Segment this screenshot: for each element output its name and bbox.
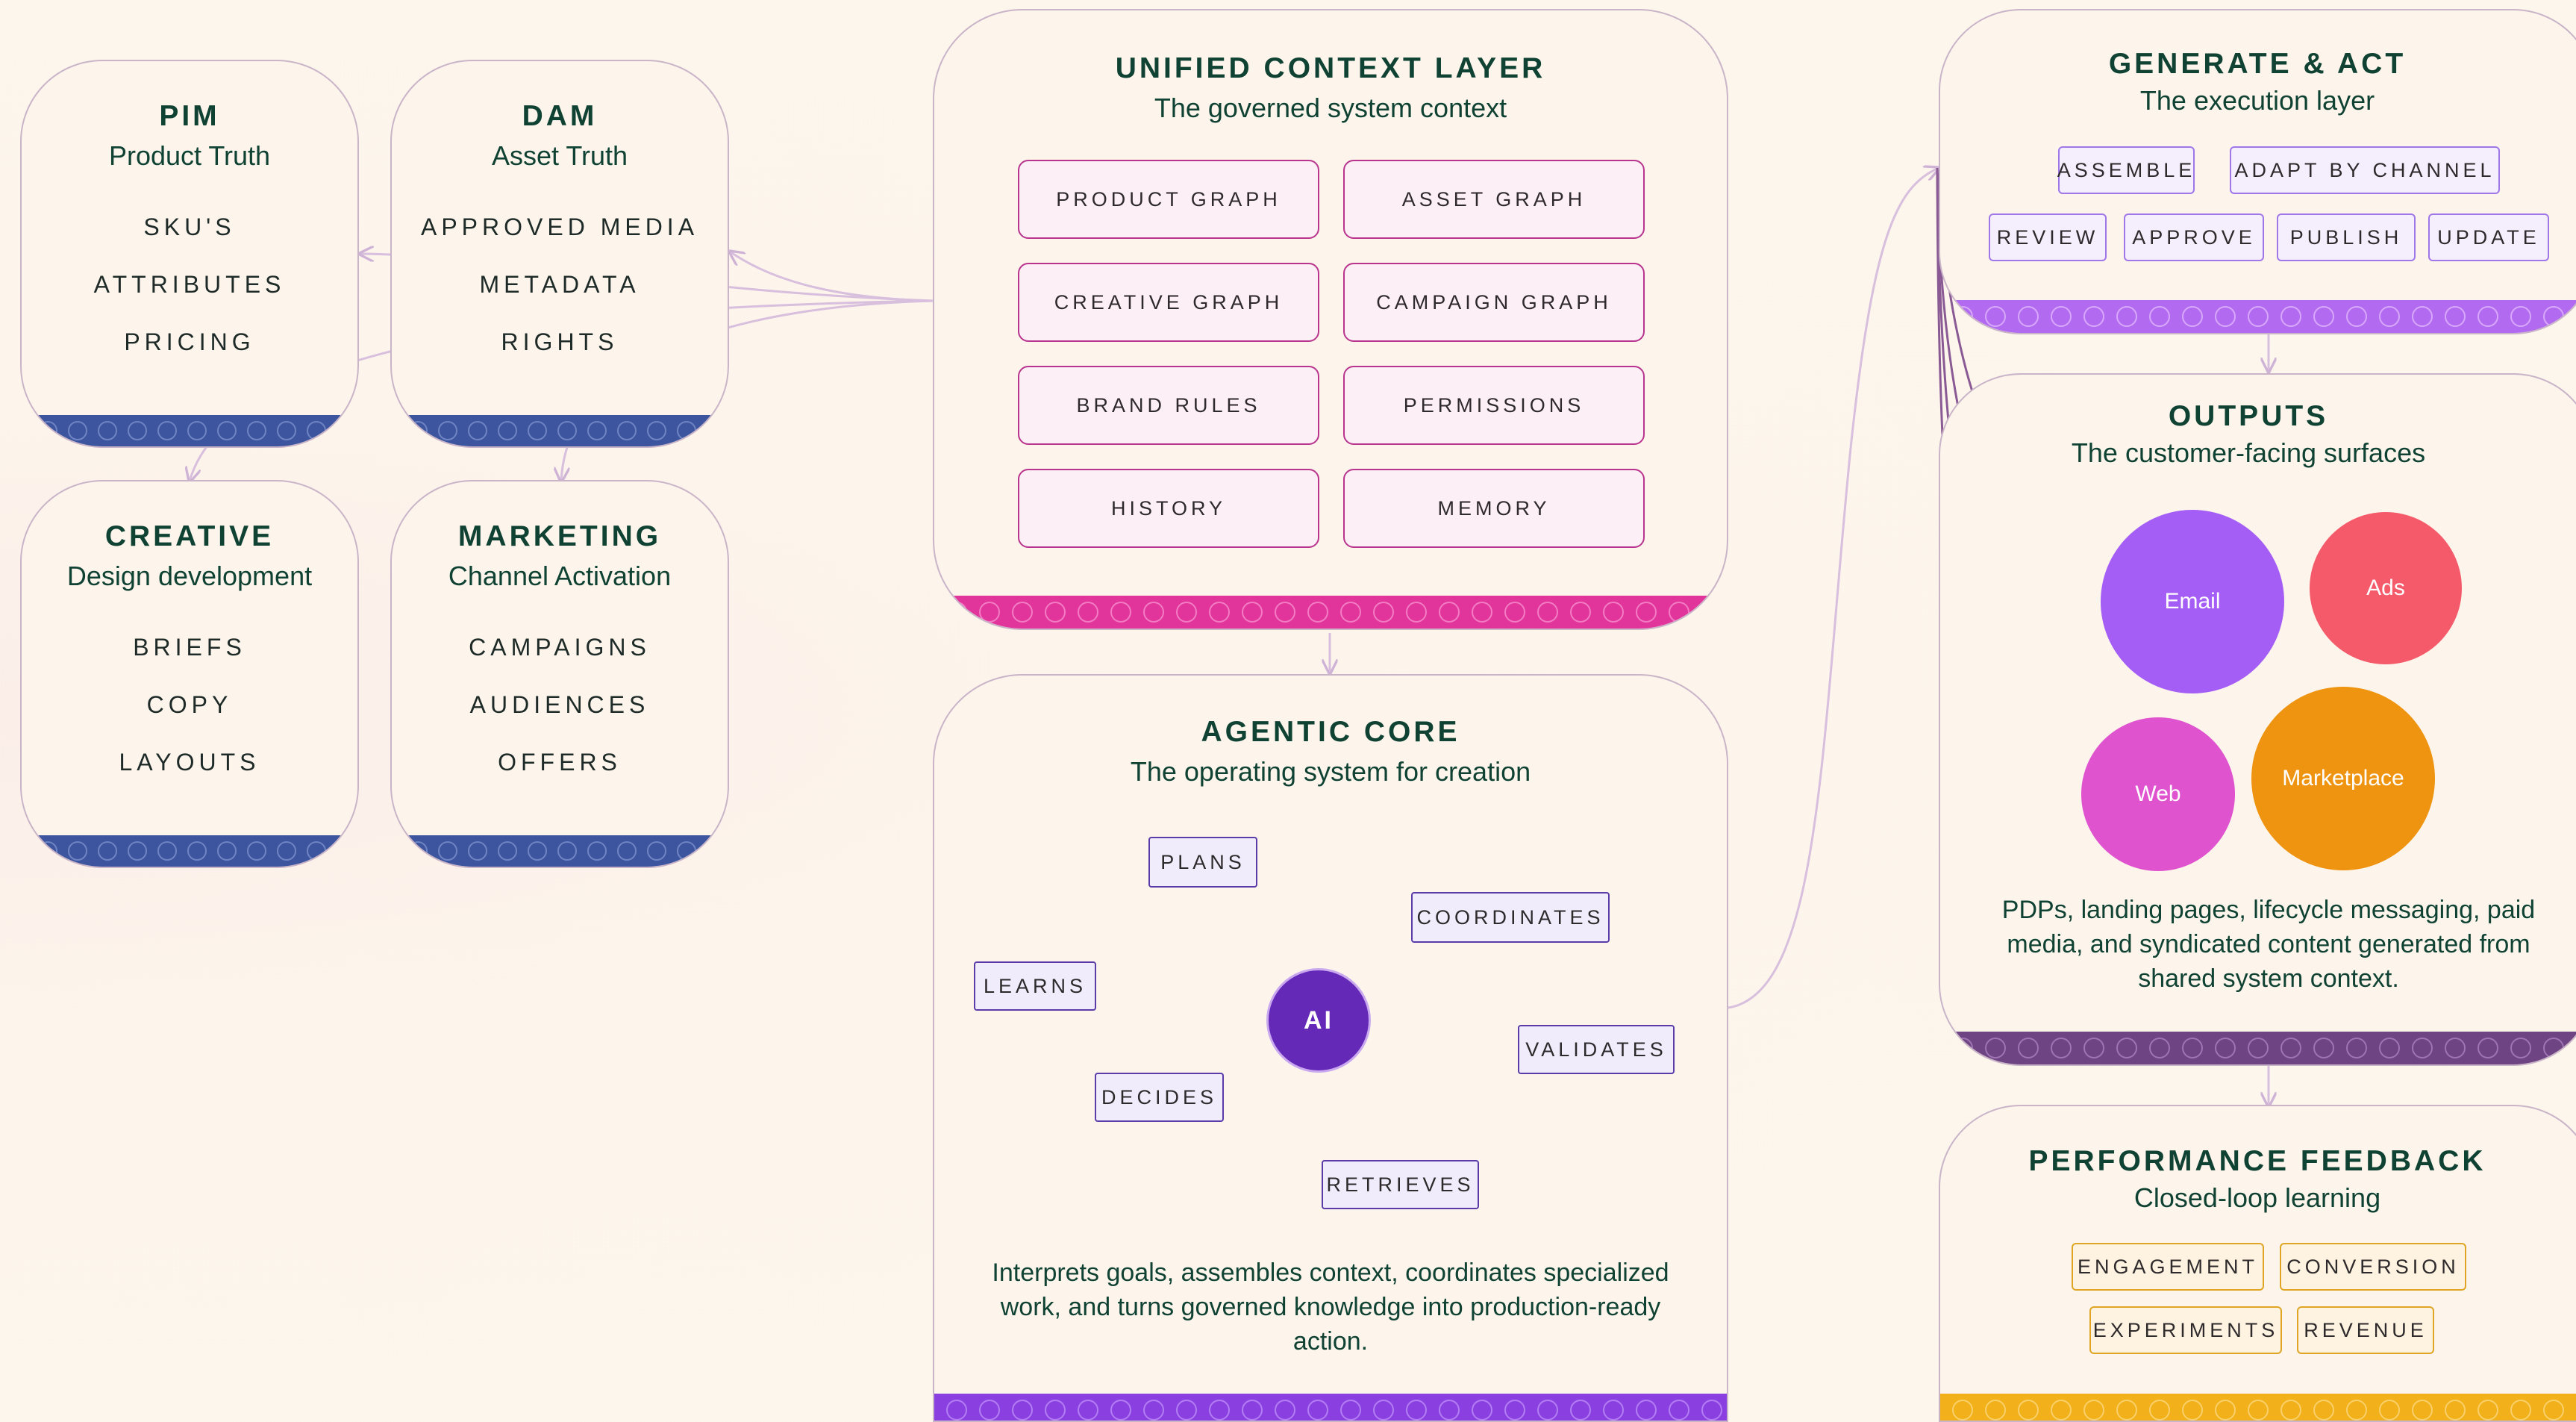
dam-card: DAM Asset Truth APPROVED MEDIA METADATA … bbox=[390, 60, 729, 448]
generate-update: UPDATE bbox=[2428, 213, 2549, 261]
node-coordinates: COORDINATES bbox=[1411, 892, 1610, 943]
output-ads: Ads bbox=[2310, 512, 2462, 664]
card-title: GENERATE & ACT bbox=[2108, 48, 2407, 80]
generate-publish: PUBLISH bbox=[2277, 213, 2416, 261]
wire-core-to-generate bbox=[1728, 168, 1939, 1009]
item-list: CAMPAIGNS AUDIENCES OFFERS bbox=[392, 619, 728, 791]
context-creative-graph: CREATIVE GRAPH bbox=[1018, 263, 1319, 342]
context-history: HISTORY bbox=[1018, 469, 1319, 548]
perf-engagement: ENGAGEMENT bbox=[2072, 1243, 2264, 1291]
output-web: Web bbox=[2081, 717, 2235, 871]
list-item: SKU'S bbox=[143, 213, 236, 240]
generate-assemble: ASSEMBLE bbox=[2057, 146, 2195, 194]
pattern-band bbox=[934, 1394, 1727, 1421]
node-validates: VALIDATES bbox=[1518, 1025, 1675, 1074]
list-item: APPROVED MEDIA bbox=[420, 213, 699, 240]
output-email: Email bbox=[2101, 510, 2284, 693]
node-decides: DECIDES bbox=[1095, 1073, 1224, 1122]
card-subtitle: Asset Truth bbox=[491, 140, 628, 171]
pattern-band bbox=[392, 835, 728, 867]
card-subtitle: Closed-loop learning bbox=[2133, 1182, 2381, 1213]
core-description: Interprets goals, assembles context, coo… bbox=[992, 1259, 1669, 1356]
context-permissions: PERMISSIONS bbox=[1343, 366, 1645, 445]
card-subtitle: The governed system context bbox=[1154, 93, 1507, 123]
output-label: Ads bbox=[2366, 576, 2405, 600]
pattern-band bbox=[1940, 1394, 2576, 1421]
pim-card: PIM Product Truth SKU'S ATTRIBUTES PRICI… bbox=[20, 60, 359, 448]
ai-core-circle: AI bbox=[1266, 968, 1371, 1073]
list-item: RIGHTS bbox=[501, 328, 619, 355]
card-subtitle: The execution layer bbox=[2139, 85, 2375, 116]
list-item: ATTRIBUTES bbox=[93, 271, 286, 298]
list-item: OFFERS bbox=[498, 749, 622, 776]
context-product-graph: PRODUCT GRAPH bbox=[1018, 160, 1319, 239]
generate-adapt-by-channel: ADAPT BY CHANNEL bbox=[2230, 146, 2500, 194]
card-title: CREATIVE bbox=[104, 520, 275, 552]
card-subtitle: Product Truth bbox=[108, 140, 271, 171]
card-title: OUTPUTS bbox=[2168, 400, 2329, 432]
output-label: Marketplace bbox=[2282, 766, 2404, 790]
node-retrieves: RETRIEVES bbox=[1322, 1160, 1479, 1209]
list-item: LAYOUTS bbox=[119, 749, 260, 776]
list-item: METADATA bbox=[479, 271, 640, 298]
perf-experiments: EXPERIMENTS bbox=[2089, 1306, 2282, 1354]
card-subtitle: Channel Activation bbox=[448, 561, 672, 591]
context-brand-rules: BRAND RULES bbox=[1018, 366, 1319, 445]
node-learns: LEARNS bbox=[974, 961, 1096, 1011]
context-memory: MEMORY bbox=[1343, 469, 1645, 548]
card-subtitle: The operating system for creation bbox=[1130, 756, 1531, 787]
pattern-band bbox=[934, 596, 1727, 629]
item-list: SKU'S ATTRIBUTES PRICING bbox=[22, 199, 357, 371]
card-title: UNIFIED CONTEXT LAYER bbox=[1115, 52, 1546, 84]
output-label: Email bbox=[2164, 589, 2221, 614]
item-list: APPROVED MEDIA METADATA RIGHTS bbox=[392, 199, 728, 371]
pattern-band bbox=[22, 415, 357, 446]
output-marketplace: Marketplace bbox=[2251, 687, 2435, 870]
output-label: Web bbox=[2135, 782, 2181, 806]
item-list: BRIEFS COPY LAYOUTS bbox=[22, 619, 357, 791]
card-title: PERFORMANCE FEEDBACK bbox=[2028, 1145, 2486, 1177]
marketing-card: MARKETING Channel Activation CAMPAIGNS A… bbox=[390, 480, 729, 868]
creative-card: CREATIVE Design development BRIEFS COPY … bbox=[20, 480, 359, 868]
card-subtitle: Design development bbox=[66, 561, 313, 591]
perf-revenue: REVENUE bbox=[2297, 1306, 2434, 1354]
generate-review: REVIEW bbox=[1989, 213, 2107, 261]
list-item: COPY bbox=[146, 691, 233, 718]
list-item: AUDIENCES bbox=[469, 691, 650, 718]
context-campaign-graph: CAMPAIGN GRAPH bbox=[1343, 263, 1645, 342]
context-asset-graph: ASSET GRAPH bbox=[1343, 160, 1645, 239]
card-title: DAM bbox=[522, 100, 598, 132]
card-title: AGENTIC CORE bbox=[1201, 716, 1460, 748]
wire-context-to-dam bbox=[730, 252, 934, 302]
perf-conversion: CONVERSION bbox=[2280, 1243, 2466, 1291]
card-title: MARKETING bbox=[457, 520, 662, 552]
pattern-band bbox=[1940, 300, 2576, 333]
ai-label: AI bbox=[1304, 1005, 1334, 1035]
pattern-band bbox=[22, 835, 357, 867]
list-item: BRIEFS bbox=[133, 634, 246, 661]
card-subtitle: The customer-facing surfaces bbox=[2071, 437, 2426, 468]
list-item: PRICING bbox=[124, 328, 255, 355]
outputs-description: PDPs, landing pages, lifecycle messaging… bbox=[2001, 896, 2536, 993]
node-plans: PLANS bbox=[1148, 837, 1257, 888]
pattern-band bbox=[1940, 1032, 2576, 1064]
pattern-band bbox=[392, 415, 728, 446]
performance-feedback-card: PERFORMANCE FEEDBACK Closed-loop learnin… bbox=[1939, 1105, 2576, 1422]
card-title: PIM bbox=[159, 100, 220, 132]
list-item: CAMPAIGNS bbox=[469, 634, 651, 661]
generate-approve: APPROVE bbox=[2124, 213, 2264, 261]
